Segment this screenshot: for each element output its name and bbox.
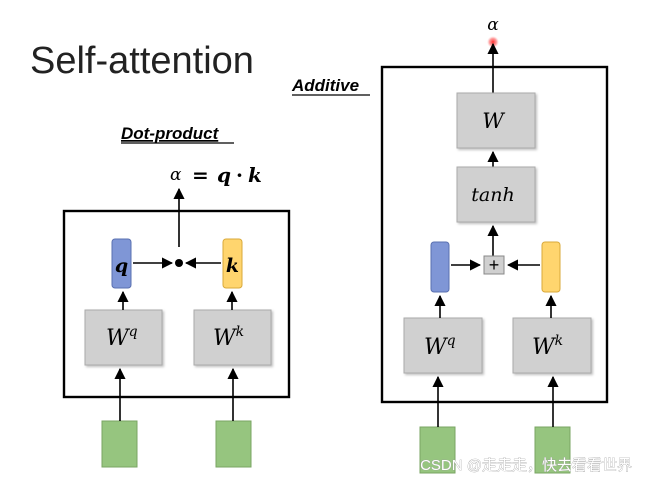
formula-dot: ·	[236, 163, 243, 187]
key-vector-label: k	[226, 255, 239, 277]
page-title: Self-attention	[30, 40, 254, 82]
additive-frame	[380, 65, 609, 404]
plus-operator-label: +	[489, 255, 500, 275]
additive-wk-sup: k	[555, 333, 563, 349]
alpha-symbol: α	[170, 165, 182, 185]
additive-wq-label: Wq	[424, 333, 456, 360]
additive-wk-box	[512, 317, 592, 374]
dot-product-frame	[62, 209, 291, 399]
additive-w-label: W	[482, 109, 506, 133]
additive-key-vector	[541, 241, 561, 293]
dot-wk-box	[193, 309, 272, 366]
additive-query-vector	[430, 241, 450, 293]
additive-wq-base: W	[424, 335, 449, 360]
key-vector-box	[222, 238, 243, 289]
dot-wq-base: W	[106, 326, 131, 351]
dot-wk-base: W	[213, 326, 238, 351]
additive-wq-sup: q	[447, 333, 456, 349]
dot-wq-sup: q	[129, 324, 138, 340]
additive-output-alpha: α	[487, 15, 499, 35]
dot-wk-label: Wk	[213, 324, 244, 351]
tanh-label: tanh	[471, 184, 514, 206]
dot-product-operator	[175, 259, 183, 267]
equals-sign: =	[192, 163, 209, 187]
dot-input-left	[101, 420, 138, 468]
formula-q: q	[217, 163, 231, 187]
dot-wk-sup: k	[236, 324, 244, 340]
additive-heading: Additive	[291, 76, 359, 95]
csdn-watermark: CSDN @走走走，快去看看世界	[420, 457, 632, 474]
query-vector-label: q	[115, 255, 128, 277]
additive-wk-base: W	[532, 335, 557, 360]
plus-operator-box	[483, 255, 505, 275]
dot-input-right	[215, 420, 252, 468]
dot-product-output-formula: α = q · k	[170, 163, 262, 187]
dot-product-heading: Dot-product	[121, 124, 220, 143]
dot-wq-label: Wq	[106, 324, 138, 351]
formula-k: k	[248, 163, 262, 187]
additive-input-right	[534, 426, 571, 474]
query-vector-box	[111, 238, 132, 289]
tanh-box	[456, 166, 536, 223]
additive-wq-box	[403, 317, 483, 374]
additive-wk-label: Wk	[532, 333, 563, 360]
additive-w-box	[456, 92, 536, 149]
